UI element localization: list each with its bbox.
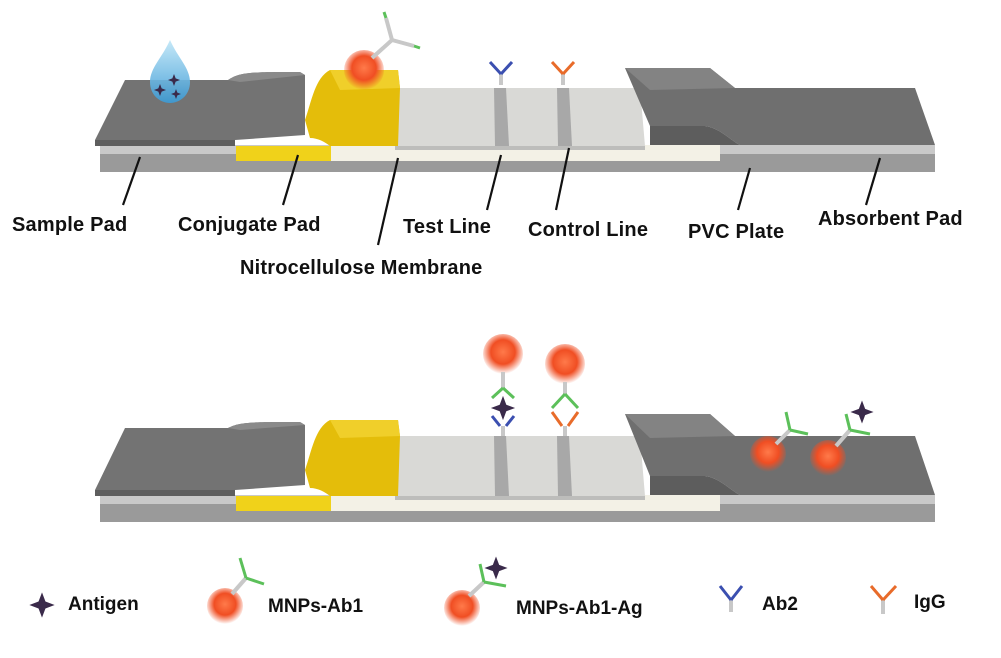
label-absorbent-pad: Absorbent Pad — [818, 208, 963, 230]
test-line-complex — [483, 334, 523, 436]
igg-top — [550, 60, 576, 85]
droplet-icon — [150, 40, 190, 103]
excess-mnp-ab1-ag — [810, 400, 874, 476]
test-line-top — [494, 88, 509, 146]
control-line-complex — [545, 344, 585, 436]
antigen-icon — [29, 592, 55, 618]
nitrocellulose-top — [395, 88, 645, 146]
label-nitrocellulose: Nitrocellulose Membrane — [240, 257, 483, 279]
ab2-top — [488, 60, 514, 85]
legend-igg: IgG — [914, 592, 946, 613]
conjugate-pad-base-top — [236, 146, 331, 161]
leader-lines — [121, 147, 882, 246]
sample-pad-top — [95, 72, 305, 145]
legend-ab2: Ab2 — [762, 594, 798, 615]
label-test-line: Test Line — [403, 216, 492, 238]
top-strip — [95, 11, 935, 246]
label-control-line: Control Line — [528, 219, 649, 241]
legend-mnps-ab1-ag: MNPs-Ab1-Ag — [516, 598, 643, 619]
label-conjugate-pad: Conjugate Pad — [178, 214, 321, 236]
igg-icon — [869, 584, 898, 614]
legend-antigen: Antigen — [68, 594, 139, 615]
mnps-ab1-icon — [207, 557, 265, 624]
label-sample-pad: Sample Pad — [12, 214, 128, 236]
ab2-icon — [718, 585, 744, 612]
legend-mnps-ab1: MNPs-Ab1 — [268, 596, 364, 617]
mnp-ab1-top — [344, 11, 421, 90]
excess-mnp-ab1 — [750, 411, 809, 472]
bottom-strip — [95, 334, 935, 522]
control-line-top — [557, 88, 572, 146]
label-pvc-plate: PVC Plate — [688, 221, 785, 243]
conjugate-pad-top — [305, 70, 400, 146]
mnps-ab1-ag-icon — [444, 556, 508, 626]
legend-icons — [29, 556, 898, 626]
